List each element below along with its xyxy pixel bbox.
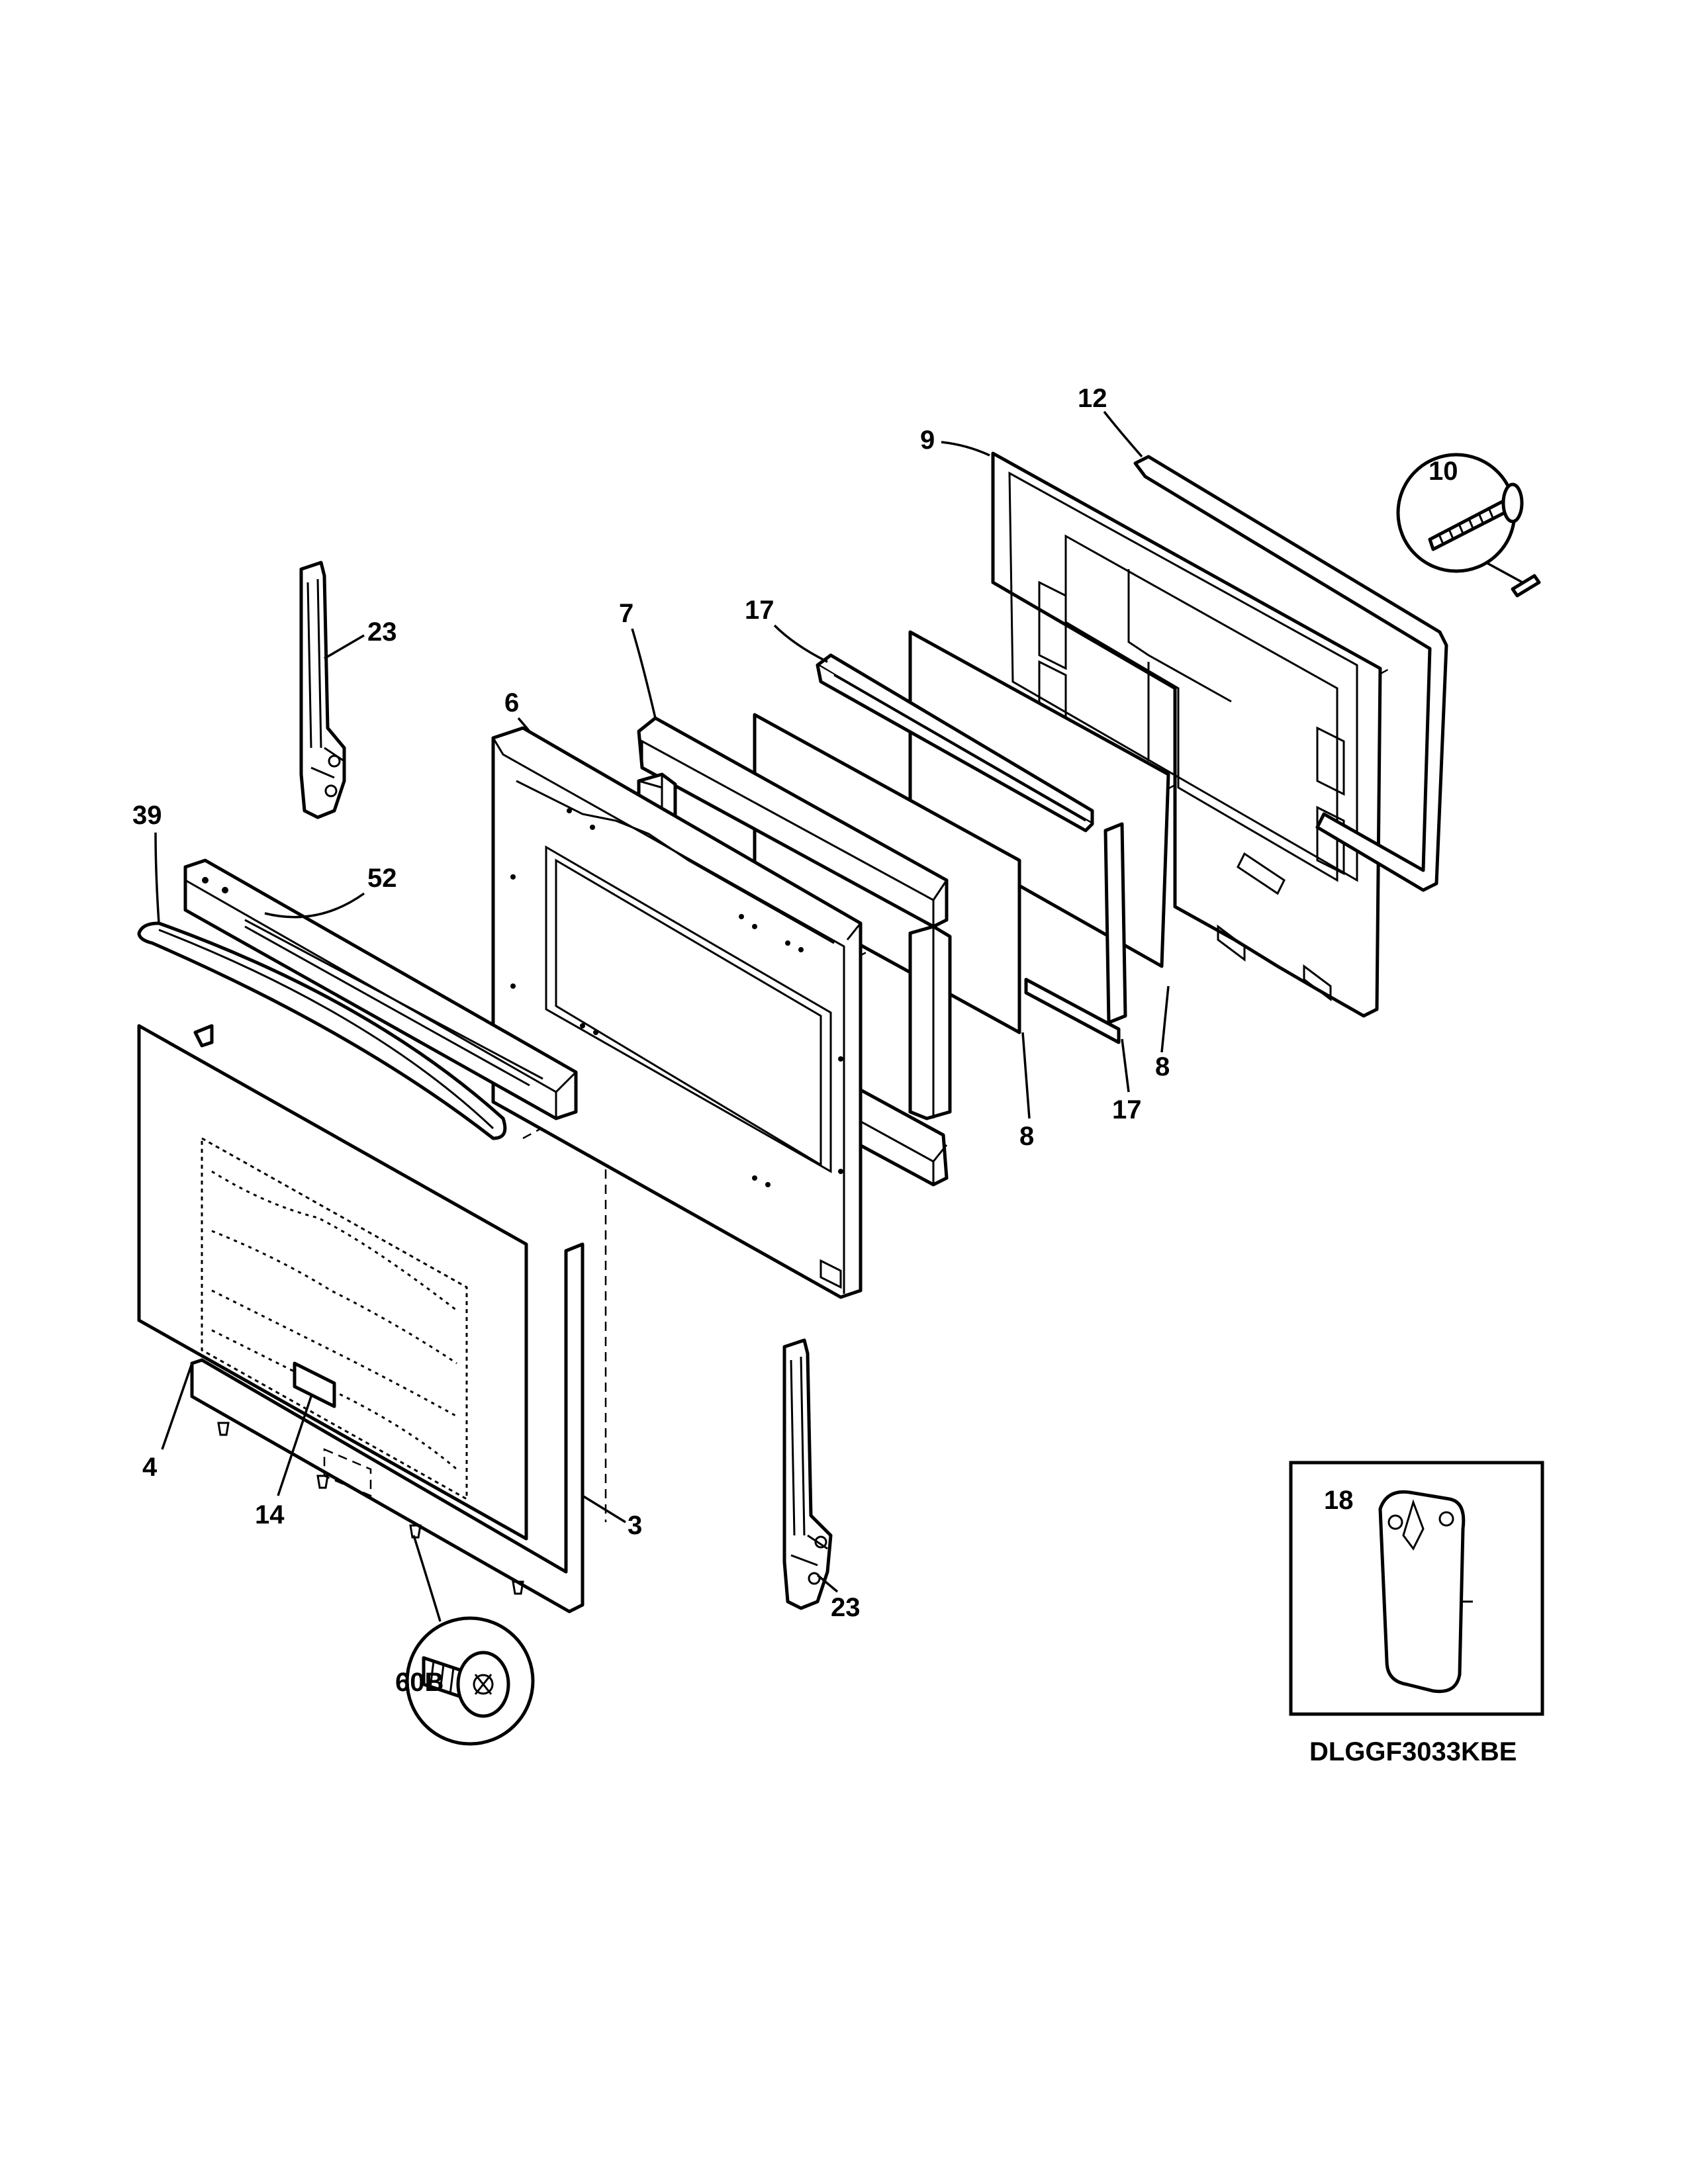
part-label-18: 18 [1324, 1486, 1354, 1515]
door-badge [293, 1361, 372, 1497]
screw-icon [405, 1616, 535, 1746]
handle-trim [183, 858, 578, 1120]
part-label-8-center: 8 [1019, 1122, 1034, 1151]
part-label-60b: 60B [395, 1668, 444, 1697]
door-handle [137, 921, 507, 1140]
part-label-17-top: 17 [745, 596, 774, 625]
door-outer-trim [190, 1024, 585, 1614]
glass-retainer-frame [816, 653, 1127, 1044]
door-gasket [1127, 455, 1448, 892]
part-label-14: 14 [255, 1500, 285, 1529]
model-number: DLGGF3033KBE [1309, 1737, 1517, 1766]
hinge-receiver-icon [1378, 1490, 1473, 1694]
bottom-screws [217, 1422, 524, 1595]
part-label-23-bottom: 23 [831, 1593, 861, 1622]
part-labels: 9 12 10 17 7 23 6 39 52 8 8 17 4 14 3 23… [132, 384, 1458, 1697]
part-label-12: 12 [1078, 384, 1107, 413]
part-label-4: 4 [142, 1453, 158, 1482]
part-label-6: 6 [504, 688, 519, 717]
bolt-icon [1396, 453, 1541, 598]
part-label-8-right: 8 [1155, 1052, 1170, 1081]
door-frame [491, 726, 863, 1299]
outer-door-glass [137, 1024, 528, 1541]
part-label-23-top: 23 [367, 617, 397, 647]
part-label-3: 3 [628, 1511, 642, 1540]
part-label-52: 52 [367, 864, 397, 893]
inset-box [1289, 1461, 1544, 1716]
hinge-icon [782, 1338, 833, 1610]
inner-door-liner [991, 451, 1382, 1018]
part-label-17-bottom: 17 [1112, 1095, 1142, 1124]
part-label-10: 10 [1429, 457, 1458, 486]
part-label-39: 39 [132, 801, 162, 830]
part-label-9: 9 [920, 426, 935, 455]
hinge-icon [299, 561, 346, 819]
leader-lines [154, 410, 1170, 1622]
part-label-7: 7 [619, 599, 633, 628]
